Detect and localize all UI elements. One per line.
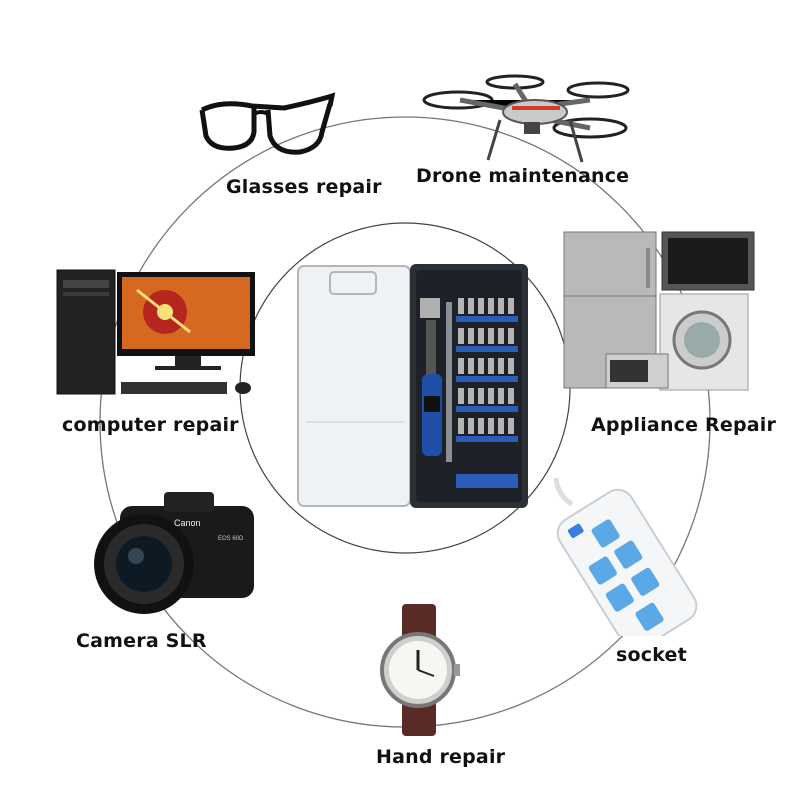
power-strip-icon [548,476,708,636]
appliance-label: Appliance Repair [591,414,777,436]
appliances-icon [562,228,762,398]
computer-icon [55,234,260,399]
camera-label: Camera SLR [76,630,207,652]
drone-icon [420,70,635,170]
glasses-icon [192,88,342,168]
socket-label: socket [616,644,687,666]
glasses-label: Glasses repair [226,176,382,198]
camera-icon: Canon EOS 60D [80,486,260,616]
camera-brand-text: Canon [174,518,201,528]
drone-label: Drone maintenance [416,165,630,187]
computer-label: computer repair [62,414,239,436]
wristwatch-icon [378,602,464,738]
camera-model-text: EOS 60D [218,536,244,542]
watch-label: Hand repair [376,746,506,768]
screwdriver-kit-icon [296,262,532,510]
